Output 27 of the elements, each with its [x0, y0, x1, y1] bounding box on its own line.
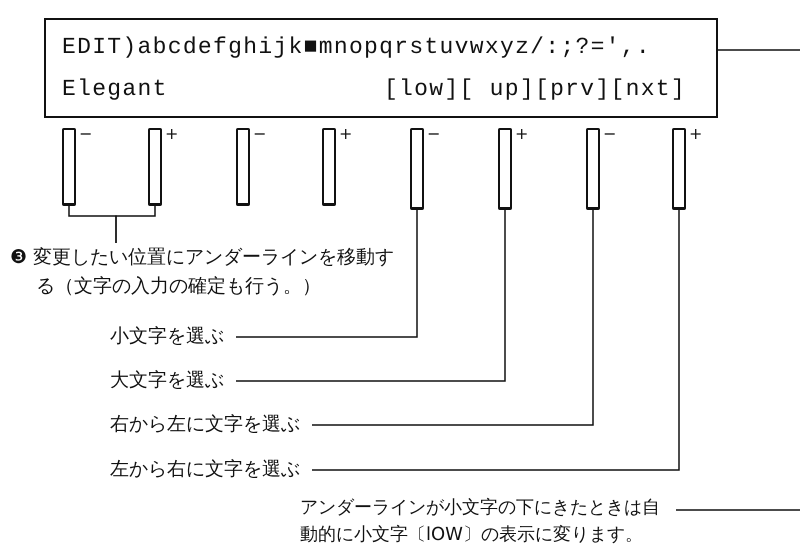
lcd-display — [44, 18, 718, 118]
leader-line — [312, 210, 594, 426]
leader-line — [236, 210, 506, 382]
leader-line — [312, 210, 680, 471]
leader-line — [236, 210, 418, 338]
character-row: EDIT)abcdefghijk■mnopqrstuvwxyz/:;?=',. — [62, 34, 651, 60]
key-button — [410, 128, 424, 210]
sign-label: + — [515, 126, 528, 142]
sign-label: − — [79, 126, 92, 142]
leader-line — [718, 49, 800, 51]
key-button — [672, 128, 686, 210]
sign-label: − — [603, 126, 616, 142]
key-button — [148, 128, 162, 206]
mode-indicators: [low][ up][prv][nxt] — [384, 76, 686, 102]
sign-label: + — [165, 126, 178, 142]
sign-label: + — [339, 126, 352, 142]
key-button — [498, 128, 512, 210]
entered-text: Elegant — [62, 76, 168, 102]
leader-line — [115, 206, 156, 243]
key-button — [322, 128, 336, 206]
key-button — [586, 128, 600, 210]
key-button — [62, 128, 76, 206]
key-button — [236, 128, 250, 206]
sign-label: − — [427, 126, 440, 142]
sign-label: − — [253, 126, 266, 142]
leader-line — [676, 509, 800, 511]
sign-label: + — [689, 126, 702, 142]
